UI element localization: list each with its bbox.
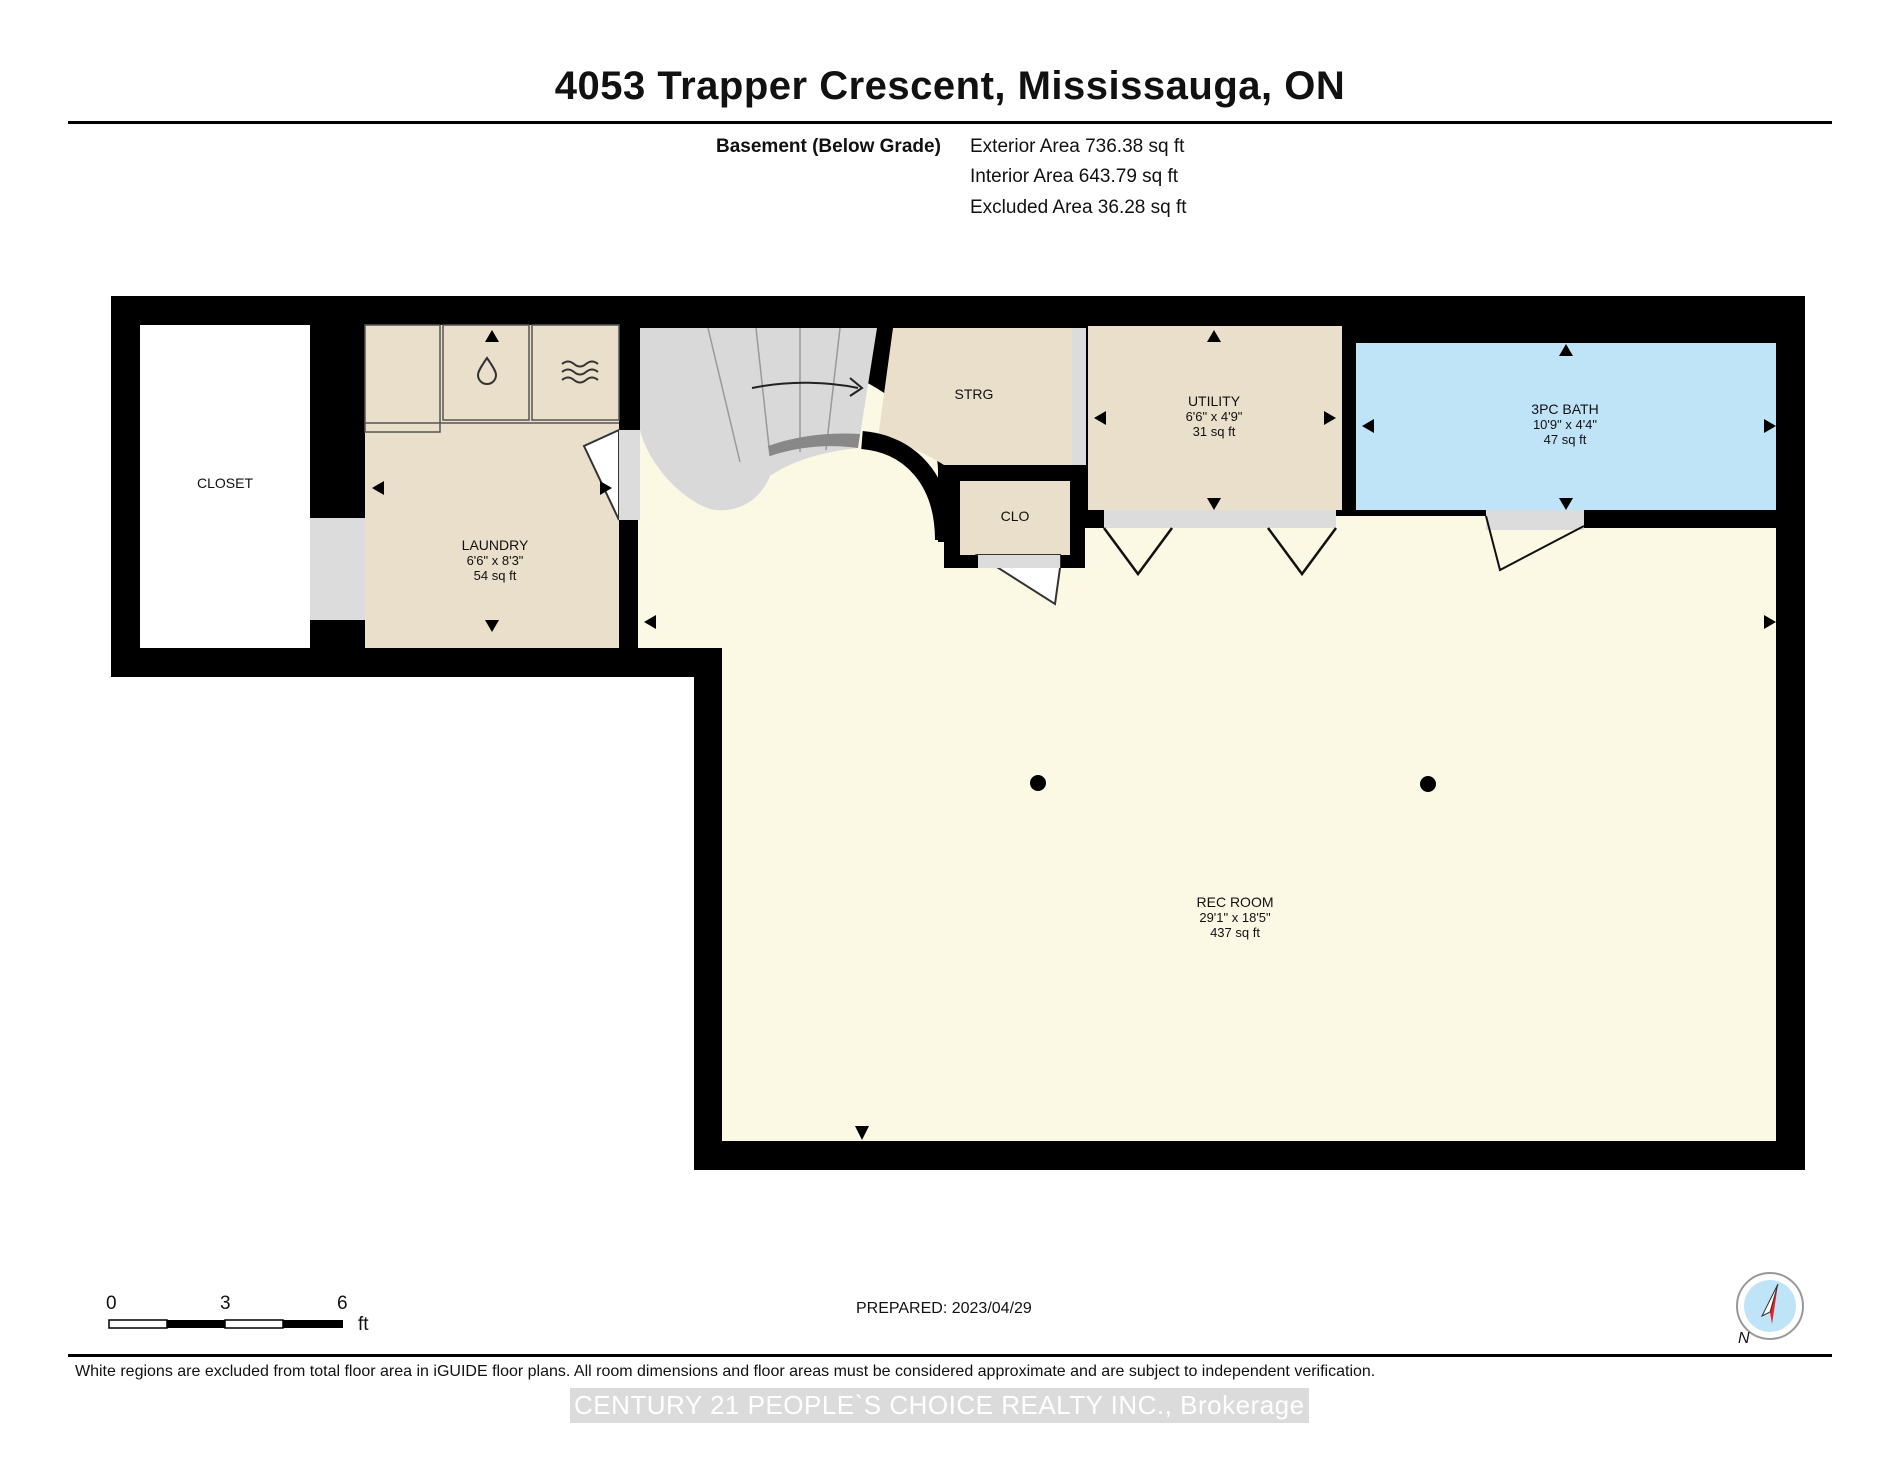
utility-label: UTILITY 6'6" x 4'9" 31 sq ft [1185, 393, 1243, 440]
column [1030, 775, 1046, 791]
clo-label: CLO [1000, 508, 1030, 524]
closet-label: CLOSET [196, 475, 253, 491]
utility-room [1088, 326, 1342, 510]
rec-room-floor-strip [638, 520, 722, 648]
utility-door-left [1102, 527, 1174, 577]
heat-waves-icon [561, 360, 599, 384]
exterior-area: Exterior Area 736.38 sq ft [970, 136, 1185, 157]
scale-tick-3: 3 [220, 1293, 231, 1314]
scale-tick-6: 6 [337, 1293, 348, 1314]
compass-label: N [1738, 1330, 1750, 1347]
closet-door [310, 518, 365, 620]
bath-door [1485, 515, 1585, 572]
interior-area: Interior Area 643.79 sq ft [970, 166, 1179, 187]
closet-room [140, 325, 310, 648]
stairs [640, 328, 877, 511]
compass-icon [1736, 1272, 1804, 1340]
laundry-label: LAUNDRY 6'6" x 8'3" 54 sq ft [461, 537, 529, 584]
curved-wall [860, 431, 953, 541]
disclaimer-text: White regions are excluded from total fl… [75, 1363, 1376, 1380]
level-label: Basement (Below Grade) [716, 136, 941, 157]
laundry-cabinet [364, 324, 441, 433]
excluded-area: Excluded Area 36.28 sq ft [970, 197, 1187, 218]
washer [442, 324, 530, 421]
bath-room [1356, 343, 1776, 510]
scale-unit: ft [358, 1314, 369, 1335]
brokerage-watermark: CENTURY 21 PEOPLE`S CHOICE REALTY INC., … [570, 1388, 1309, 1423]
prepared-date: PREPARED: 2023/04/29 [856, 1300, 1032, 1317]
top-divider [68, 121, 1832, 124]
utility-door-right [1266, 527, 1338, 577]
water-drop-icon [476, 356, 498, 385]
rec-room-floor [638, 380, 1776, 1141]
storage-room [878, 328, 1072, 465]
rec-room-label: REC ROOM 29'1" x 18'5" 437 sq ft [1196, 894, 1274, 941]
strg-label: STRG [954, 386, 994, 402]
clo-room [960, 481, 1070, 555]
bath-label: 3PC BATH 10'9" x 4'4" 47 sq ft [1531, 401, 1599, 448]
scale-bar [108, 1319, 343, 1329]
page-title: 4053 Trapper Crescent, Mississauga, ON [554, 64, 1346, 108]
scale-tick-0: 0 [106, 1293, 117, 1314]
column [1420, 776, 1436, 792]
